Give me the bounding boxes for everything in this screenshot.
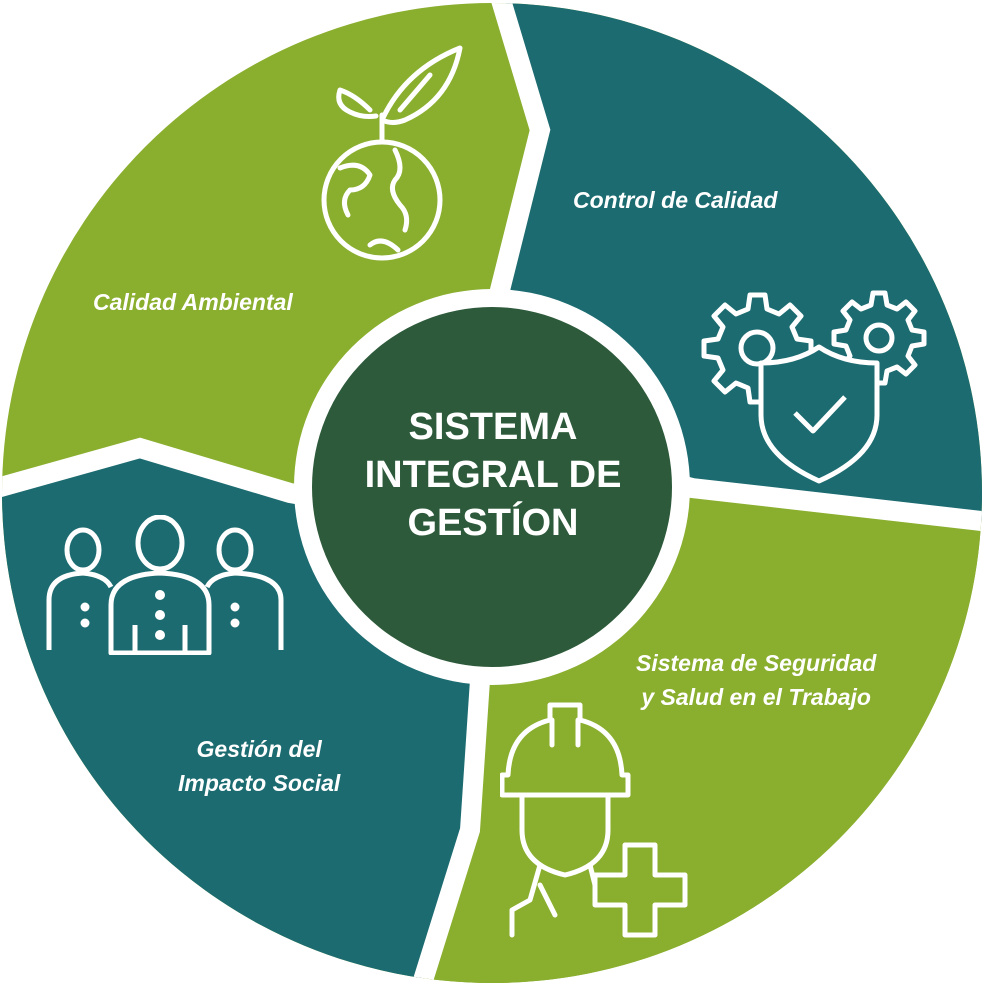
gears-shield-icon bbox=[701, 290, 927, 484]
center-title-line: INTEGRAL DE bbox=[364, 454, 622, 496]
label-impacto-social: Gestión del Impacto Social bbox=[178, 732, 340, 800]
globe-leaf-icon bbox=[321, 45, 463, 261]
label-line: y Salud en el Trabajo bbox=[641, 684, 871, 710]
label-line: Control de Calidad bbox=[573, 187, 778, 213]
center-title: SISTEMA INTEGRAL DE GESTÍON bbox=[318, 395, 668, 555]
center-circle bbox=[312, 307, 672, 667]
label-control-calidad: Control de Calidad bbox=[573, 183, 777, 217]
people-group-icon bbox=[46, 515, 284, 655]
center-title-line: GESTÍON bbox=[407, 502, 579, 544]
label-line: Sistema de Seguridad bbox=[636, 650, 877, 676]
label-line: Impacto Social bbox=[178, 770, 341, 796]
label-seguridad-salud: Sistema de Seguridad y Salud en el Traba… bbox=[636, 646, 876, 714]
center-title-line: SISTEMA bbox=[408, 406, 578, 448]
worker-helmet-cross-icon bbox=[500, 702, 688, 938]
label-line: Gestión del bbox=[196, 736, 322, 762]
label-calidad-ambiental: Calidad Ambiental bbox=[93, 285, 293, 319]
label-line: Calidad Ambiental bbox=[93, 289, 293, 315]
